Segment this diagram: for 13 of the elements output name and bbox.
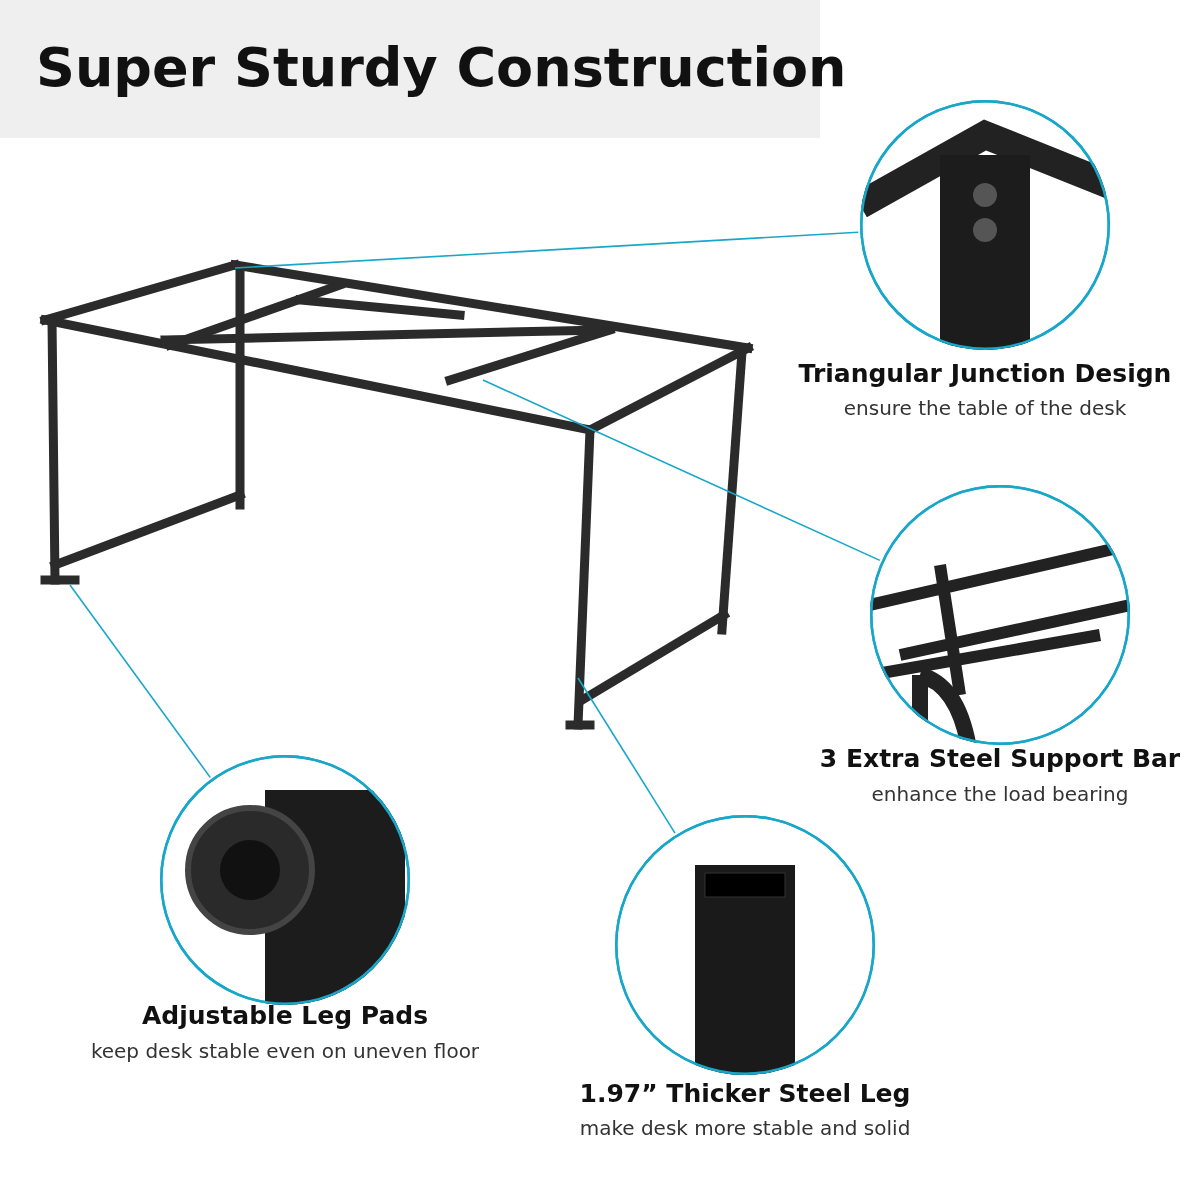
feature-description: make desk more stable and solid <box>578 1116 912 1140</box>
feature-heading: Adjustable Leg Pads <box>140 1001 430 1030</box>
feature-heading: 1.97” Thicker Steel Leg <box>578 1079 912 1108</box>
feature-heading: 3 Extra Steel Support Bar <box>818 744 1182 773</box>
feature-description: enhance the load bearing <box>870 782 1130 806</box>
leader-line <box>482 379 881 562</box>
leader-line <box>577 677 676 834</box>
leader-line <box>69 584 211 779</box>
feature-description: keep desk stable even on uneven floor <box>89 1039 481 1063</box>
leader-line <box>234 231 859 269</box>
feature-description: ensure the table of the desk <box>842 396 1128 420</box>
title: Super Sturdy Construction <box>36 36 847 99</box>
feature-heading: Triangular Junction Design <box>797 359 1173 388</box>
